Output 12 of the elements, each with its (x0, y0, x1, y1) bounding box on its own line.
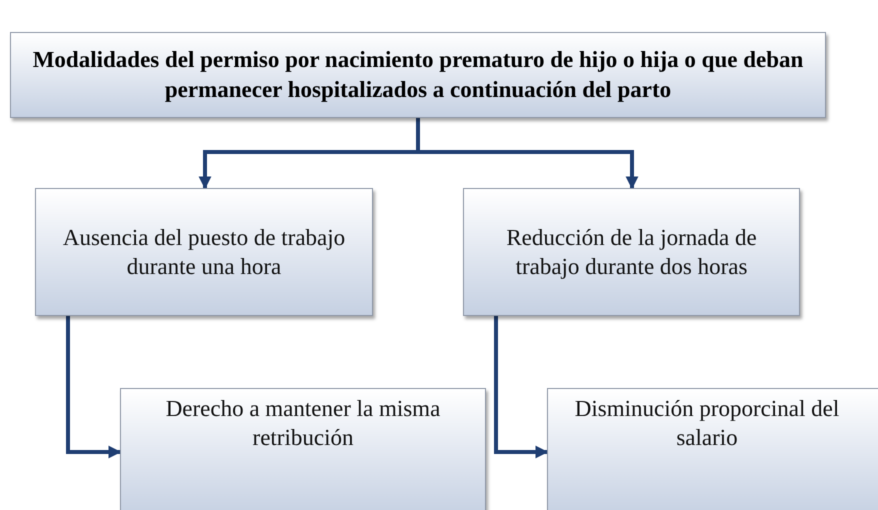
process-box (463, 188, 800, 316)
title-box (10, 32, 826, 118)
process-box (120, 388, 486, 510)
box-text: Ausencia del puesto de trabajo durante una hora (62, 224, 346, 281)
process-box (547, 388, 878, 510)
box-text: Derecho a mantener la misma retribución (164, 395, 442, 452)
box-text: Disminución proporcinal del salario (574, 395, 840, 452)
process-box (35, 188, 373, 316)
arrow (494, 316, 548, 458)
box-text: Reducción de la jornada de trabajo durante dos horas (505, 224, 758, 281)
arrow (66, 316, 122, 458)
title-text: Modalidades del permiso por nacimiento prematuro de hijo o hija o que deban permanecer hospitalizados a continuación del parto (32, 46, 804, 104)
